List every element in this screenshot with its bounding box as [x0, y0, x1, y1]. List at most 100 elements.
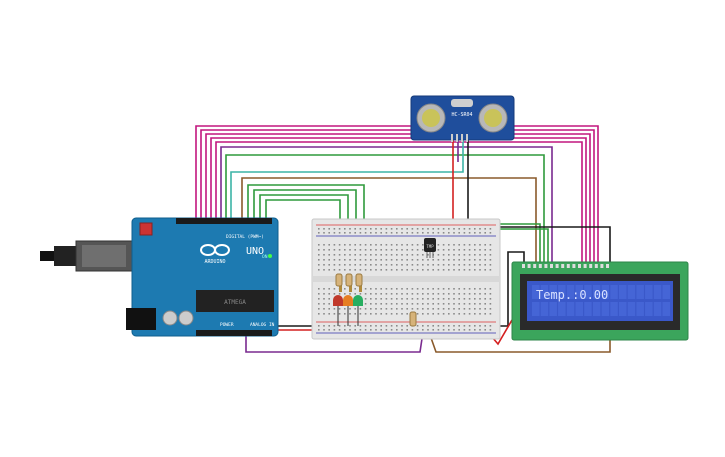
- breadboard-hole: [396, 329, 398, 331]
- analog-header[interactable]: [196, 330, 272, 336]
- breadboard-hole: [333, 232, 336, 234]
- breadboard-hole: [385, 308, 388, 310]
- lcd-pin[interactable]: [527, 264, 531, 268]
- lcd-pin[interactable]: [566, 264, 570, 268]
- breadboard-hole: [375, 228, 377, 230]
- breadboard-hole: [364, 298, 367, 300]
- wire-green-lcd1[interactable]: [488, 223, 541, 262]
- breadboard-hole: [427, 313, 429, 315]
- arduino-brand: ARDUINO: [204, 259, 225, 265]
- digital-header[interactable]: [176, 218, 272, 224]
- breadboard-hole: [349, 228, 351, 230]
- sensor-pin-echo[interactable]: [461, 134, 463, 142]
- wire-pink-2[interactable]: [200, 129, 595, 262]
- breadboard-hole: [385, 329, 388, 331]
- sensor-pin-trig[interactable]: [456, 134, 458, 142]
- lcd-cell: [610, 302, 618, 316]
- ultrasonic-sensor[interactable]: HC-SR04: [410, 95, 515, 142]
- lcd-cell: [566, 302, 575, 316]
- breadboard-hole: [411, 298, 414, 300]
- lcd-pin[interactable]: [606, 264, 609, 268]
- lcd-pin[interactable]: [561, 264, 565, 268]
- breadboard-hole: [323, 228, 325, 230]
- breadboard-hole: [448, 298, 450, 300]
- breadboard-hole: [349, 259, 351, 261]
- breadboard-hole: [375, 249, 377, 251]
- wire-pink-3[interactable]: [205, 133, 591, 262]
- breadboard-hole: [448, 325, 450, 327]
- lcd-pin[interactable]: [522, 264, 525, 268]
- breadboard-hole: [354, 264, 356, 266]
- lcd-pin[interactable]: [544, 264, 548, 268]
- sensor-pin-vcc[interactable]: [451, 134, 453, 142]
- lcd-module[interactable]: Temp.:0.00: [511, 261, 689, 341]
- breadboard-hole: [359, 249, 362, 251]
- resistor-3[interactable]: [355, 273, 363, 287]
- breadboard-hole: [489, 293, 492, 295]
- breadboard-hole: [463, 269, 466, 271]
- lcd-pin[interactable]: [594, 264, 598, 268]
- lcd-pin[interactable]: [578, 264, 581, 268]
- breadboard-hole: [323, 298, 325, 300]
- breadboard-hole: [370, 293, 372, 295]
- sensor-pin-gnd[interactable]: [466, 134, 468, 142]
- lcd-pin[interactable]: [538, 264, 542, 268]
- breadboard-hole: [396, 244, 398, 246]
- lcd-cell: [532, 302, 540, 316]
- lcd-pin[interactable]: [555, 264, 559, 268]
- lcd-cell: [592, 302, 601, 316]
- breadboard-hole: [422, 325, 424, 327]
- wire-pink-5[interactable]: [215, 141, 583, 262]
- breadboard[interactable]: [311, 218, 501, 340]
- lcd-pin[interactable]: [583, 264, 587, 268]
- lcd-cell: [645, 285, 653, 299]
- lcd-pin[interactable]: [572, 264, 576, 268]
- breadboard-hole: [364, 264, 367, 266]
- breadboard-hole: [328, 232, 330, 234]
- wire-black-lcd2[interactable]: [490, 251, 525, 327]
- arduino-board[interactable]: ATMEGA ARDUINO UNO DIGITAL (PWM~) POWER …: [126, 217, 279, 337]
- wire-black-lcd[interactable]: [470, 226, 611, 262]
- breadboard-hole: [468, 269, 471, 271]
- breadboard-hole: [406, 269, 408, 271]
- power-led: [268, 254, 272, 258]
- breadboard-hole: [401, 264, 403, 266]
- wire-teal[interactable]: [230, 140, 464, 222]
- breadboard-hole: [333, 293, 336, 295]
- lcd-pin[interactable]: [550, 264, 553, 268]
- wire-green-lcd2[interactable]: [494, 228, 549, 262]
- breadboard-hole: [442, 264, 445, 266]
- wire-green-top[interactable]: [225, 154, 545, 262]
- breadboard-hole: [396, 254, 398, 256]
- breadboard-hole: [406, 254, 408, 256]
- wire-pink-4[interactable]: [210, 137, 587, 262]
- resistor-1[interactable]: [335, 273, 343, 287]
- breadboard-hole: [328, 308, 330, 310]
- breadboard-hole: [370, 303, 372, 305]
- breadboard-hole: [338, 232, 341, 234]
- breadboard-hole: [385, 269, 388, 271]
- wire-purple-top[interactable]: [220, 146, 553, 262]
- lcd-pin[interactable]: [589, 264, 593, 268]
- breadboard-hole: [401, 244, 403, 246]
- wire-brown-top[interactable]: [241, 177, 537, 262]
- lcd-pin[interactable]: [600, 264, 604, 268]
- breadboard-hole: [453, 298, 455, 300]
- breadboard-hole: [380, 232, 382, 234]
- reset-button[interactable]: [139, 222, 153, 236]
- lcd-cell: [610, 285, 618, 299]
- breadboard-hole: [437, 269, 440, 271]
- resistor-2[interactable]: [345, 273, 353, 287]
- breadboard-hole: [349, 232, 351, 234]
- breadboard-hole: [432, 232, 434, 234]
- breadboard-hole: [442, 232, 445, 234]
- lcd-cell: [540, 302, 549, 316]
- wire-pink-1[interactable]: [195, 125, 599, 262]
- wire-green-bb1[interactable]: [247, 184, 365, 248]
- breadboard-hole: [427, 308, 429, 310]
- temperature-sensor[interactable]: TMP: [424, 238, 436, 258]
- lcd-pin[interactable]: [533, 264, 537, 268]
- breadboard-hole: [344, 228, 346, 230]
- resistor-4[interactable]: [409, 311, 417, 327]
- breadboard-hole: [370, 329, 372, 331]
